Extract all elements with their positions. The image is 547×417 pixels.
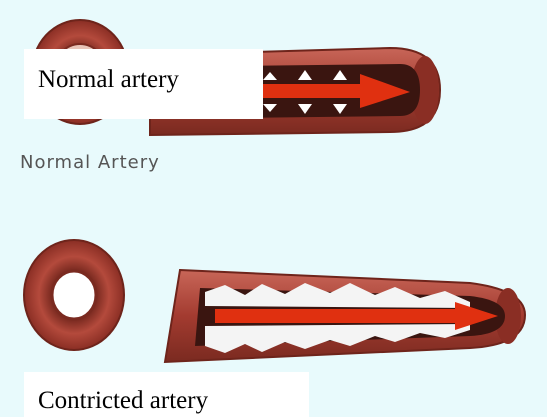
normal-artery-caption: Normal Artery <box>20 152 160 173</box>
constricted-artery-longitudinal-icon <box>165 270 525 362</box>
normal-artery-label: Normal artery <box>24 49 263 119</box>
constricted-artery-cross-section-icon <box>24 240 124 350</box>
constricted-artery-label: Contricted artery <box>24 372 309 417</box>
